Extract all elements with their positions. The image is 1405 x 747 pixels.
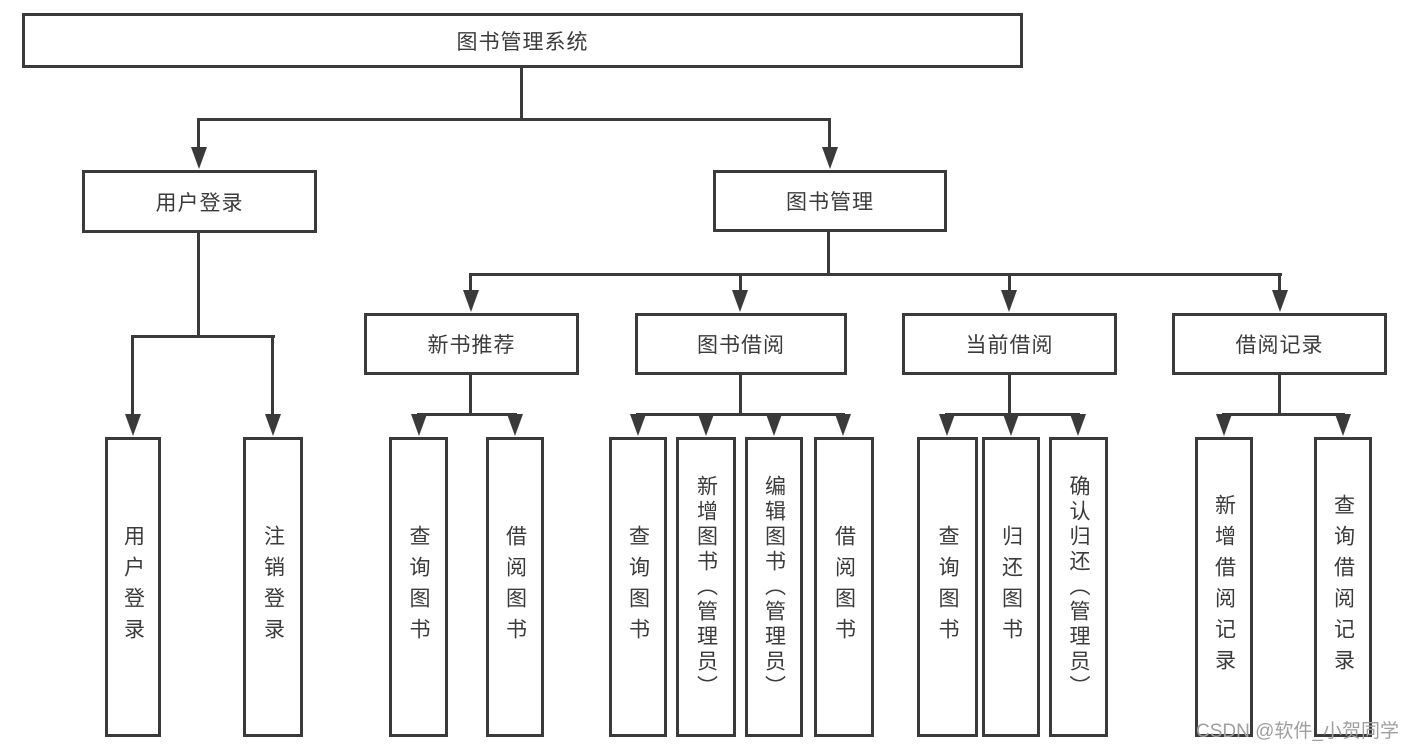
leaf-borrow-query-books: 查询图书	[609, 437, 667, 737]
leaf-current-confirm-return-admin: 确认归还（管理员）	[1049, 437, 1108, 737]
connector-section-stem	[739, 273, 742, 291]
leaf-borrow-add-books-admin: 新增图书（管理员）	[676, 437, 736, 737]
connector-login-branch	[131, 335, 275, 338]
arrow-down-icon	[191, 147, 207, 169]
leaf-records-query-record: 查询借阅记录	[1314, 437, 1372, 737]
connector-login-stem	[197, 118, 200, 148]
arrow-down-icon	[265, 414, 281, 436]
connector-borrow-branch	[636, 413, 845, 416]
leaf-borrow-edit-books-admin: 编辑图书（管理员）	[745, 437, 803, 737]
arrow-down-icon	[822, 147, 838, 169]
leaf-newbook-query-books: 查询图书	[389, 437, 448, 737]
node-current-borrowing: 当前借阅	[902, 313, 1117, 375]
connector-section-stem	[1278, 273, 1281, 291]
arrow-down-icon	[1003, 414, 1019, 436]
arrow-down-icon	[507, 414, 523, 436]
connector-management-down	[827, 230, 830, 273]
arrow-down-icon	[766, 414, 782, 436]
arrow-down-icon	[1001, 290, 1017, 312]
connector-section-stem	[1008, 273, 1011, 291]
connector-leaf-stem	[271, 335, 274, 415]
arrow-down-icon	[698, 414, 714, 436]
arrow-down-icon	[939, 414, 955, 436]
arrow-down-icon	[835, 414, 851, 436]
arrow-down-icon	[630, 414, 646, 436]
connector-borrow-down	[739, 375, 742, 413]
arrow-down-icon	[1216, 414, 1232, 436]
arrow-down-icon	[1335, 414, 1351, 436]
arrow-down-icon	[125, 414, 141, 436]
connector-records-branch	[1222, 413, 1345, 416]
node-borrowing-records: 借阅记录	[1172, 313, 1387, 375]
connector-root-branch	[197, 118, 831, 121]
connector-management-stem	[828, 118, 831, 148]
node-book-management: 图书管理	[713, 170, 947, 232]
connector-records-down	[1278, 375, 1281, 413]
connector-management-branch	[469, 273, 1282, 276]
arrow-down-icon	[1272, 290, 1288, 312]
leaf-current-return-books: 归还图书	[982, 437, 1040, 737]
arrow-down-icon	[1070, 414, 1086, 436]
csdn-watermark: CSDN @软件_小贺同学	[1196, 721, 1399, 742]
node-book-borrowing: 图书借阅	[635, 313, 847, 375]
node-new-book-recommendation: 新书推荐	[364, 313, 579, 375]
connector-newbook-branch	[417, 413, 517, 416]
connector-section-stem	[469, 273, 472, 291]
node-library-management-system: 图书管理系统	[22, 13, 1023, 68]
node-user-login-branch: 用户登录	[82, 170, 317, 233]
connector-root-stem	[520, 68, 523, 118]
connector-login-down	[197, 233, 200, 335]
arrow-down-icon	[463, 290, 479, 312]
arrow-down-icon	[411, 414, 427, 436]
leaf-logout: 注销登录	[243, 437, 303, 737]
leaf-user-login: 用户登录	[105, 437, 161, 737]
connector-current-down	[1008, 375, 1011, 413]
connector-newbook-down	[469, 375, 472, 413]
arrow-down-icon	[732, 290, 748, 312]
leaf-records-add-record: 新增借阅记录	[1195, 437, 1253, 737]
leaf-newbook-borrow-books: 借阅图书	[486, 437, 544, 737]
leaf-borrow-borrow-books: 借阅图书	[814, 437, 874, 737]
leaf-current-query-books: 查询图书	[917, 437, 978, 737]
connector-leaf-stem	[131, 335, 134, 415]
